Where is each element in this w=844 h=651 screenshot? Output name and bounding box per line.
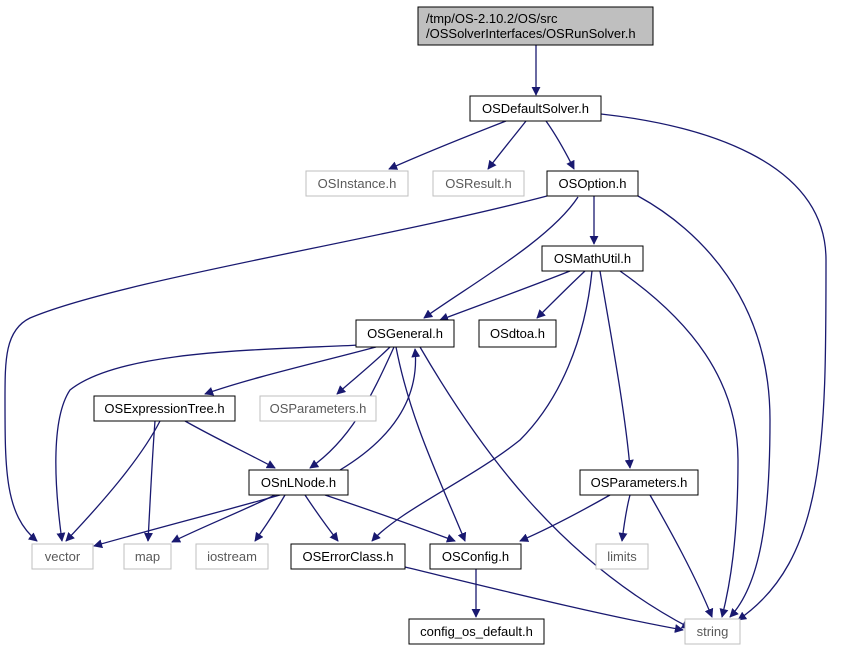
nodes-layer: /tmp/OS-2.10.2/OS/src/OSSolverInterfaces… <box>31 6 741 645</box>
node-osdtoa[interactable]: OSdtoa.h <box>478 319 557 348</box>
edge-osnlnode-to-vector <box>93 494 281 549</box>
edge-osgeneral-to-osconfig <box>395 346 467 542</box>
node-box-map <box>123 543 172 570</box>
node-label-osmathutil: OSMathUtil.h <box>554 251 631 266</box>
edge-osnlnode-to-osgeneral <box>339 348 421 471</box>
node-box-osinstance <box>305 170 409 197</box>
node-osexpressiontree[interactable]: OSExpressionTree.h <box>93 395 236 422</box>
node-osparameters-ext: OSParameters.h <box>259 395 377 422</box>
node-label-osparameters-ext: OSParameters.h <box>270 401 367 416</box>
node-box-string <box>684 618 741 645</box>
edge-osexpressiontree-to-vector <box>65 420 161 542</box>
edge-osmathutil-to-osparameters <box>599 270 634 469</box>
node-box-root <box>417 6 654 46</box>
node-label-osnlnode: OSnLNode.h <box>261 475 336 490</box>
edge-osdefaultsolver-to-osoption <box>545 120 575 170</box>
edge-osmathutil-to-osgeneral <box>439 270 571 322</box>
node-vector: vector <box>31 543 94 570</box>
node-box-osconfig <box>429 543 522 570</box>
node-box-osnlnode <box>248 469 349 496</box>
edge-osoption-to-vector <box>4 195 548 542</box>
node-osconfig[interactable]: OSConfig.h <box>429 543 522 570</box>
node-label-osdefaultsolver: OSDefaultSolver.h <box>482 101 589 116</box>
edge-osmathutil-to-oserrorclass <box>371 270 593 542</box>
node-label-osconfig: OSConfig.h <box>442 549 509 564</box>
edge-osmathutil-to-string <box>619 270 739 618</box>
node-osmathutil[interactable]: OSMathUtil.h <box>541 245 644 272</box>
node-config-os-default[interactable]: config_os_default.h <box>408 618 545 645</box>
edge-osdefaultsolver-to-string <box>600 113 827 621</box>
node-label-osdtoa: OSdtoa.h <box>490 326 545 341</box>
edge-osparameters-to-osconfig <box>519 494 611 542</box>
edge-osgeneral-to-vector <box>55 344 361 542</box>
node-box-osdefaultsolver <box>469 95 602 122</box>
node-osoption[interactable]: OSOption.h <box>546 170 639 197</box>
edge-osparameters-to-string <box>649 494 714 618</box>
node-label-string: string <box>697 624 729 639</box>
node-osresult: OSResult.h <box>432 170 525 197</box>
node-label-osgeneral: OSGeneral.h <box>367 326 443 341</box>
node-label-vector: vector <box>45 549 81 564</box>
node-string: string <box>684 618 741 645</box>
edge-osnlnode-to-oserrorclass <box>304 494 339 542</box>
edge-osgeneral-to-osparameters-ext <box>336 346 391 395</box>
node-box-osdtoa <box>478 319 557 348</box>
edge-osgeneral-to-string <box>419 346 691 629</box>
node-label-config-os-default: config_os_default.h <box>420 624 533 639</box>
node-osparameters[interactable]: OSParameters.h <box>579 469 699 496</box>
node-map: map <box>123 543 172 570</box>
edge-osgeneral-to-osexpressiontree <box>204 346 377 396</box>
edge-osexpressiontree-to-osnlnode <box>184 420 276 469</box>
edge-osnlnode-to-iostream <box>254 494 286 542</box>
edge-osnlnode-to-map <box>171 494 276 543</box>
node-label-osoption: OSOption.h <box>559 176 627 191</box>
node-label-iostream: iostream <box>207 549 257 564</box>
node-osgeneral[interactable]: OSGeneral.h <box>355 319 455 348</box>
node-osinstance: OSInstance.h <box>305 170 409 197</box>
node-box-iostream <box>195 543 269 570</box>
node-box-osresult <box>432 170 525 197</box>
node-label-osexpressiontree: OSExpressionTree.h <box>104 401 224 416</box>
node-oserrorclass[interactable]: OSErrorClass.h <box>290 543 406 570</box>
node-box-osgeneral <box>355 319 455 348</box>
node-box-osexpressiontree <box>93 395 236 422</box>
node-label-osresult: OSResult.h <box>445 176 511 191</box>
node-osnlnode[interactable]: OSnLNode.h <box>248 469 349 496</box>
node-osdefaultsolver[interactable]: OSDefaultSolver.h <box>469 95 602 122</box>
edge-osdefaultsolver-to-osinstance <box>388 120 507 170</box>
node-label-oserrorclass: OSErrorClass.h <box>302 549 393 564</box>
node-limits: limits <box>595 543 649 570</box>
node-box-limits <box>595 543 649 570</box>
node-label-osparameters: OSParameters.h <box>591 475 688 490</box>
edge-osmathutil-to-osdtoa <box>536 270 586 319</box>
node-box-vector <box>31 543 94 570</box>
node-label-limits: limits <box>607 549 637 564</box>
node-label-root-0: /tmp/OS-2.10.2/OS/src <box>426 11 558 26</box>
node-box-oserrorclass <box>290 543 406 570</box>
edge-osparameters-to-limits <box>618 494 631 542</box>
edge-osexpressiontree-to-map <box>143 420 156 542</box>
edge-osdefaultsolver-to-osresult <box>487 120 527 170</box>
edge-osoption-to-osgeneral <box>423 196 579 319</box>
node-label-root-1: /OSSolverInterfaces/OSRunSolver.h <box>426 26 636 41</box>
edge-oserrorclass-to-string <box>404 566 684 633</box>
edge-osoption-to-string <box>637 195 771 618</box>
node-box-osparameters-ext <box>259 395 377 422</box>
node-box-osmathutil <box>541 245 644 272</box>
node-box-osparameters <box>579 469 699 496</box>
node-iostream: iostream <box>195 543 269 570</box>
node-label-map: map <box>135 549 160 564</box>
node-label-osinstance: OSInstance.h <box>318 176 397 191</box>
node-box-osoption <box>546 170 639 197</box>
node-root[interactable]: /tmp/OS-2.10.2/OS/src/OSSolverInterfaces… <box>417 6 654 46</box>
edge-osnlnode-to-osconfig <box>324 494 456 543</box>
node-box-config-os-default <box>408 618 545 645</box>
